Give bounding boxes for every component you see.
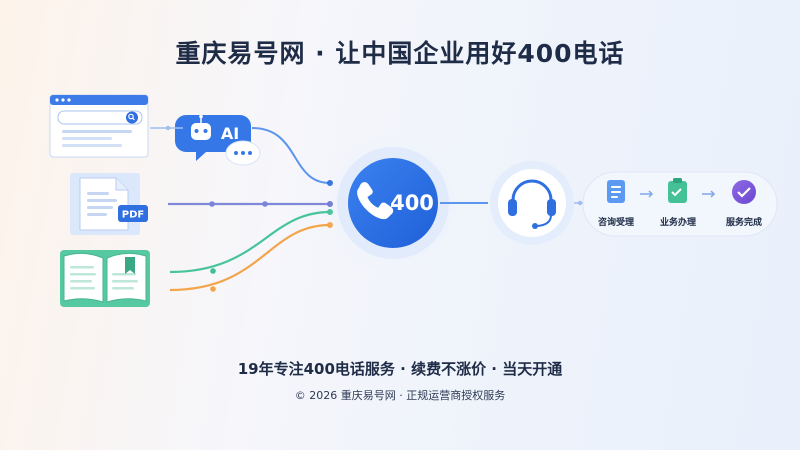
step-label-process: 业务办理: [659, 218, 696, 228]
arrow-right-icon: [702, 190, 716, 198]
step-label-complete: 服务完成: [725, 218, 762, 228]
pdf-document-icon: PDF: [70, 173, 148, 235]
check-badge-icon: [732, 180, 756, 204]
chat-dots-icon: [225, 140, 261, 166]
hub-400-phone: 400: [323, 133, 463, 273]
open-book-icon: [60, 250, 150, 307]
step-label-consult: 咨询受理: [597, 218, 634, 228]
page-title: 重庆易号网 · 让中国企业用好400电话: [175, 39, 625, 68]
process-steps-panel: [582, 171, 778, 237]
headset-icon: [490, 161, 574, 245]
phone-handset-icon: [357, 182, 394, 220]
pdf-badge-label: PDF: [122, 210, 144, 221]
arrow-right-icon: [640, 190, 654, 198]
browser-window-icon: [49, 94, 149, 158]
copyright-text: © 2026 重庆易号网 · 正规运营商授权服务: [294, 389, 506, 402]
hub-number: 400: [390, 191, 434, 215]
document-icon: [607, 180, 625, 203]
clipboard-check-icon: [668, 178, 687, 203]
tagline: 19年专注400电话服务 · 续费不涨价 · 当天开通: [237, 360, 563, 378]
ai-label: AI: [221, 124, 239, 143]
